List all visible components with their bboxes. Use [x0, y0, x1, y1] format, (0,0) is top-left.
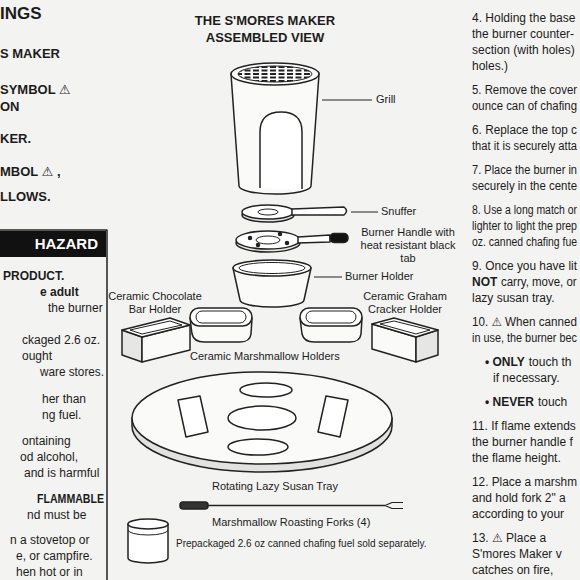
grill-drawing — [231, 63, 372, 194]
instruction-text: n a stovetop or — [10, 533, 89, 547]
instruction-text: carry, move, or — [501, 275, 577, 289]
marshmallow-holders-drawing — [190, 308, 362, 342]
part-label: Marshmallow Roasting Forks (4) — [212, 516, 370, 529]
instruction-text: catches on fire, — [472, 563, 553, 577]
instruction-text: her than — [42, 392, 86, 406]
instruction-text: 9. Once you have lit — [472, 259, 577, 273]
instruction-text: ought — [22, 349, 52, 363]
instruction-text: FLAMMABLE — [37, 492, 104, 506]
instruction-text: 8. Use a long match or — [472, 203, 577, 217]
instruction-text: S'mores Maker v — [472, 547, 562, 561]
instruction-text: od alcohol, — [20, 450, 78, 464]
instruction-text: ounce can of chafing — [472, 99, 577, 113]
instruction-text: 7. Place the burner in — [472, 163, 577, 177]
instruction-text: ON — [0, 99, 20, 115]
instruction-text: touch th — [529, 355, 572, 369]
instruction-text: NOT — [472, 275, 497, 289]
instruction-text: S MAKER — [0, 46, 60, 62]
instruction-text: 13. ⚠ Place a — [472, 531, 546, 545]
instruction-text: 12. Place a marshm — [472, 475, 577, 489]
part-label: Grill — [376, 93, 396, 106]
warning-box-border — [0, 230, 107, 580]
instruction-text: • NEVER — [485, 395, 534, 409]
fuel-can-drawing — [128, 519, 168, 563]
instruction-text: the burner counter- — [472, 27, 574, 41]
instruction-text: holes.) — [472, 59, 508, 73]
tray-drawing — [132, 372, 392, 472]
snuffer-drawing — [242, 205, 378, 222]
instruction-text: according to your — [472, 507, 564, 521]
instruction-text: 4. Holding the base — [472, 11, 575, 25]
instruction-text: e adult — [40, 285, 79, 299]
hazard-band: HAZARD — [0, 231, 106, 257]
instruction-text: SYMBOL ⚠ — [0, 82, 71, 98]
instruction-text: that it is securely atta — [472, 139, 577, 153]
instruction-text: ware stores. — [40, 365, 104, 379]
instruction-text: lighter to light the prep — [472, 219, 577, 233]
graham-holder-drawing — [372, 318, 438, 362]
instruction-text: e, or campfire. — [16, 549, 93, 563]
instruction-text: the burner — [48, 301, 103, 315]
band-heading: HAZARD — [8, 235, 98, 253]
instruction-text: KER. — [0, 131, 31, 147]
part-label: Burner Handle with heat resistant black … — [352, 226, 464, 265]
diagram-title: THE S'MORES MAKER ASSEMBLED VIEW — [180, 12, 350, 46]
instruction-text: • ONLY — [485, 355, 525, 369]
instruction-text: and hold fork 2" a — [472, 491, 566, 505]
instruction-text: touch — [538, 395, 567, 409]
instruction-text: 5. Remove the cover — [472, 83, 577, 97]
burner-holder-drawing — [233, 260, 342, 307]
part-label: Rotating Lazy Susan Tray — [212, 480, 338, 493]
part-label: Ceramic Chocolate Bar Holder — [100, 290, 210, 316]
fork-drawing — [180, 502, 403, 509]
note-text: Prepackaged 2.6 oz canned chafing fuel s… — [176, 538, 427, 550]
instruction-text: if necessary. — [493, 371, 559, 385]
instruction-text: PRODUCT. — [3, 269, 64, 283]
instruction-text: the burner handle f — [472, 435, 573, 449]
instruction-text: INGS — [0, 4, 42, 24]
part-label: Ceramic Marshmallow Holders — [190, 350, 340, 363]
instruction-text: hen hot or in — [16, 565, 83, 579]
instruction-text: section (with holes) — [472, 43, 575, 57]
instruction-text: securely in the cente — [472, 179, 577, 193]
instruction-text: nd must be — [27, 508, 86, 522]
instruction-text: oz. canned chafing fue — [472, 235, 577, 249]
burner-drawing — [236, 231, 348, 252]
instruction-text: in use, the burner bec — [472, 331, 577, 345]
chocolate-holder-drawing — [122, 318, 190, 362]
part-label: Ceramic Graham Cracker Holder — [355, 290, 455, 316]
instruction-text: and is harmful — [24, 466, 99, 480]
part-label: Burner Holder — [345, 270, 413, 283]
part-label: Snuffer — [381, 205, 416, 218]
instruction-text: LLOWS. — [0, 189, 51, 205]
instruction-text: ng fuel. — [42, 408, 81, 422]
instruction-text: the flame height. — [472, 451, 561, 465]
instruction-text: 11. If flame extends — [472, 419, 576, 433]
instruction-text: ckaged 2.6 oz. — [22, 333, 100, 347]
instruction-text: 10. ⚠ When canned — [472, 315, 577, 329]
instruction-text: MBOL ⚠ , — [0, 164, 61, 180]
instruction-text: lazy susan tray. — [472, 291, 554, 305]
instruction-text: 6. Replace the top c — [472, 123, 577, 137]
instruction-text: ontaining — [22, 434, 71, 448]
